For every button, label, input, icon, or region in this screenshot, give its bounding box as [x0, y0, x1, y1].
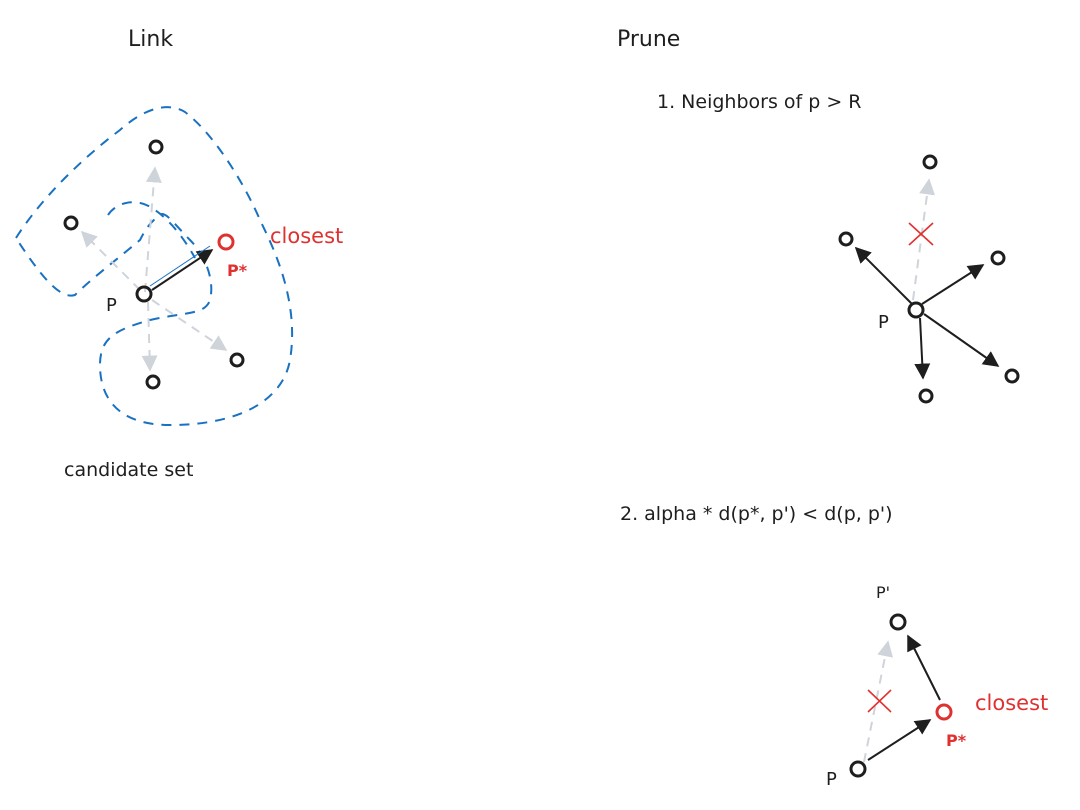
prune-rule-1: 1. Neighbors of p > R — [657, 91, 862, 113]
edge-p-to-pstar-highlight — [149, 245, 211, 287]
rule1-edge-left — [854, 246, 913, 305]
edge-p-bottom — [141, 301, 158, 372]
edge-p-top — [144, 166, 162, 293]
link-section: Link P P* closest candidate set — [14, 27, 343, 481]
edge-p-left — [80, 230, 141, 291]
edge-p-to-pstar — [151, 249, 214, 291]
link-closest-label: closest — [270, 224, 343, 248]
rule2-edge-pstar-to-pprime — [907, 634, 941, 701]
rule1-node-right — [990, 250, 1006, 266]
rule2-closest-label: closest — [975, 691, 1048, 715]
rule1-node-p — [907, 301, 925, 319]
rule1-p-label: P — [878, 312, 889, 333]
candidate-set-boundary-outer — [14, 106, 294, 427]
rule1-node-left — [838, 231, 854, 247]
link-title: Link — [128, 27, 173, 52]
node-top — [148, 139, 164, 155]
rule2-node-p — [849, 760, 867, 778]
rule2-edge-pruned — [863, 640, 894, 763]
rule2-cross-icon — [867, 689, 892, 713]
prune-section: Prune 1. Neighbors of p > R P 2. alpha *… — [617, 27, 1048, 790]
node-left — [63, 215, 79, 231]
rule1-node-bottom — [918, 388, 934, 404]
rule2-node-pstar — [935, 703, 953, 721]
rule1-node-bottom-right — [1004, 368, 1020, 384]
link-pstar-label: P* — [227, 261, 248, 280]
rule1-cross-icon — [908, 222, 934, 246]
rule1-edge-right — [921, 264, 985, 305]
rule1-edge-pruned — [912, 178, 936, 301]
rule2-node-pprime — [889, 613, 907, 631]
rule2-edge-p-to-pstar — [867, 719, 932, 761]
edge-p-bottom-right — [151, 299, 228, 351]
rule2-pprime-label: P' — [876, 583, 890, 602]
link-p-label: P — [106, 295, 117, 316]
node-bottom-right — [229, 352, 245, 368]
prune-title: Prune — [617, 27, 680, 52]
rule1-edge-bottom-right — [923, 313, 1000, 367]
rule1-node-top — [922, 154, 938, 170]
candidate-set-label: candidate set — [64, 459, 193, 481]
node-pstar — [217, 233, 235, 251]
rule2-pstar-label: P* — [946, 731, 967, 750]
node-bottom — [145, 374, 161, 390]
candidate-set-boundary-inner — [107, 201, 196, 259]
node-p — [135, 285, 153, 303]
prune-rule-2: 2. alpha * d(p*, p') < d(p, p') — [620, 503, 893, 525]
rule1-edge-bottom — [914, 317, 931, 380]
rule2-p-label: P — [826, 769, 837, 790]
